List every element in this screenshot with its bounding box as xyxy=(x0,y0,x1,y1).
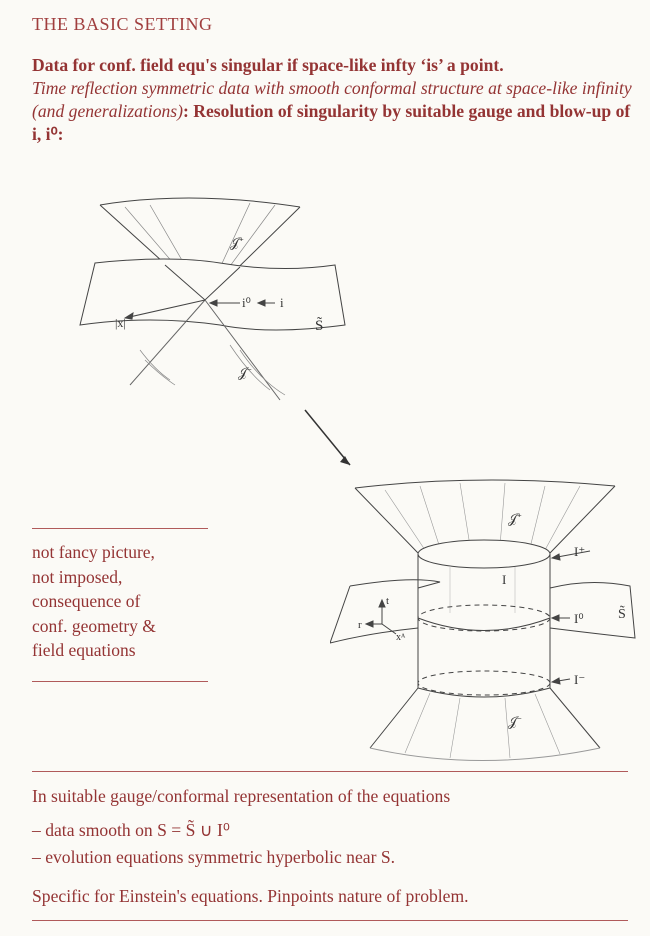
S-label: S̃ xyxy=(618,605,626,622)
page-title: THE BASIC SETTING xyxy=(32,14,213,34)
I-label: I xyxy=(502,572,506,587)
conclusion-rule-top xyxy=(32,771,628,772)
t-label: t xyxy=(386,595,389,607)
scri-minus-label: 𝒥⁻ xyxy=(238,365,252,380)
intro-line-1: Data for conf. field equ's singular if s… xyxy=(32,55,504,75)
intro-paragraph: Time reflection symmetric data with smoo… xyxy=(32,77,642,146)
upper-cone-rim xyxy=(99,197,301,208)
point-infinity-figure: 𝒥⁺ 𝒥⁻ i⁰ i |x| S̃ xyxy=(79,197,346,401)
i-label: i xyxy=(280,295,284,310)
x-label: |x| xyxy=(115,316,126,330)
surface-S xyxy=(79,258,346,331)
S-label: S̃ xyxy=(315,317,323,334)
note-line: not fancy picture, xyxy=(32,542,155,562)
r-label: r xyxy=(358,619,362,631)
conclusion-rule-bottom xyxy=(32,920,628,921)
xA-label: xᴬ xyxy=(396,632,406,643)
i0-label: i⁰ xyxy=(242,295,251,310)
scri-plus-label: 𝒥⁺ xyxy=(508,511,522,526)
note-line: conf. geometry & xyxy=(32,615,156,636)
note-line: field equations xyxy=(32,640,136,660)
intro-italic: Time reflection symmetric data with smoo… xyxy=(32,78,632,121)
transition-arrow xyxy=(304,409,351,466)
I-plus-label: I⁺ xyxy=(574,544,585,559)
intro-bold: Resolution of singularity by suitable ga… xyxy=(32,101,631,144)
side-note: not fancy picture, not imposed, conseque… xyxy=(32,540,156,663)
conclusion-heading: In suitable gauge/conformal representati… xyxy=(32,786,451,806)
I-minus-label: I⁻ xyxy=(574,672,585,687)
upper-rim xyxy=(354,479,616,489)
x-arrow xyxy=(124,299,206,319)
conclusion-closing: Specific for Einstein's equations. Pinpo… xyxy=(32,886,469,906)
scri-plus-label: 𝒥⁺ xyxy=(230,235,244,250)
note-line: not imposed, xyxy=(32,566,123,587)
I0-label: I⁰ xyxy=(574,611,584,626)
note-rule-top xyxy=(32,528,208,529)
scri-minus-label: 𝒥⁻ xyxy=(508,714,522,729)
note-rule-bottom xyxy=(32,681,208,682)
note-line: consequence of xyxy=(32,591,141,611)
conclusion-bullet: – data smooth on S = S̃ ∪ I⁰ xyxy=(32,820,230,840)
cylinder-top xyxy=(417,539,551,569)
conclusion-bullet: – evolution equations symmetric hyperbol… xyxy=(32,847,396,867)
intro-colon: : xyxy=(183,101,194,121)
blowup-cylinder-figure: 𝒥⁺ 𝒥⁻ I⁺ I I⁰ I⁻ S̃ t r xᴬ xyxy=(330,479,636,761)
